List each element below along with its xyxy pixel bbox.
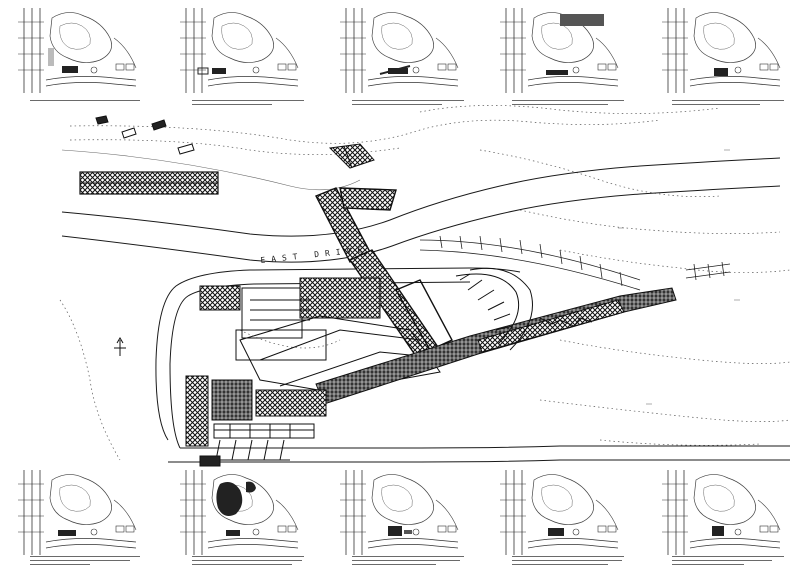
thumbnail-site-plan-top-3 — [340, 8, 460, 93]
structure-small-bridge — [328, 143, 375, 169]
site-plan-thumb-svg — [500, 8, 619, 93]
site-plan-thumb-svg — [180, 470, 299, 555]
thumbnail-site-plan-top-2 — [180, 8, 300, 93]
caption-top-4 — [512, 100, 632, 108]
north-arrow-icon — [114, 337, 126, 356]
structure-lower-left-blocks — [185, 375, 327, 447]
structure-upper-right-sweep — [419, 235, 731, 291]
thumbnail-site-plan-top-1 — [18, 8, 138, 93]
thumbnail-site-plan-bottom-5 — [662, 470, 782, 555]
site-plan-thumb-svg — [662, 8, 781, 93]
structure-central-complex — [199, 277, 461, 393]
structure-bottom-piers — [199, 439, 290, 467]
site-plan-thumb-svg — [180, 8, 299, 93]
site-plan-thumb-svg — [18, 470, 137, 555]
structure-curved-ramp — [455, 267, 533, 351]
structure-upper-left-bar — [79, 171, 219, 195]
scattered-fragments — [95, 115, 195, 155]
east-drive-road — [61, 149, 781, 263]
caption-top-3 — [352, 100, 472, 108]
caption-top-1 — [30, 100, 150, 104]
caption-bottom-4 — [512, 556, 632, 568]
caption-top-5 — [672, 100, 792, 108]
thumbnail-site-plan-bottom-1 — [18, 470, 138, 555]
site-plan-thumb-svg — [662, 470, 781, 555]
thumbnail-site-plan-bottom-4 — [500, 470, 620, 555]
site-plan-thumb-svg — [18, 8, 137, 93]
caption-bottom-3 — [352, 556, 472, 568]
grid-ticks — [618, 149, 740, 405]
thumbnail-site-plan-top-5 — [662, 8, 782, 93]
site-plan-thumb-svg — [340, 8, 459, 93]
site-plan-thumb-svg — [340, 470, 459, 555]
contour-lines — [59, 105, 791, 461]
thumbnail-site-plan-top-4 — [500, 8, 620, 93]
plaza-perimeter-road — [155, 267, 790, 463]
caption-bottom-1 — [30, 556, 150, 568]
caption-bottom-5 — [672, 556, 792, 568]
thumbnail-site-plan-bottom-2 — [180, 470, 300, 555]
caption-top-2 — [192, 100, 312, 108]
thumbnail-site-plan-bottom-3 — [340, 470, 460, 555]
site-plan-thumb-svg — [500, 470, 619, 555]
structure-long-diagonal-spine — [315, 287, 677, 405]
caption-bottom-2 — [192, 556, 312, 568]
